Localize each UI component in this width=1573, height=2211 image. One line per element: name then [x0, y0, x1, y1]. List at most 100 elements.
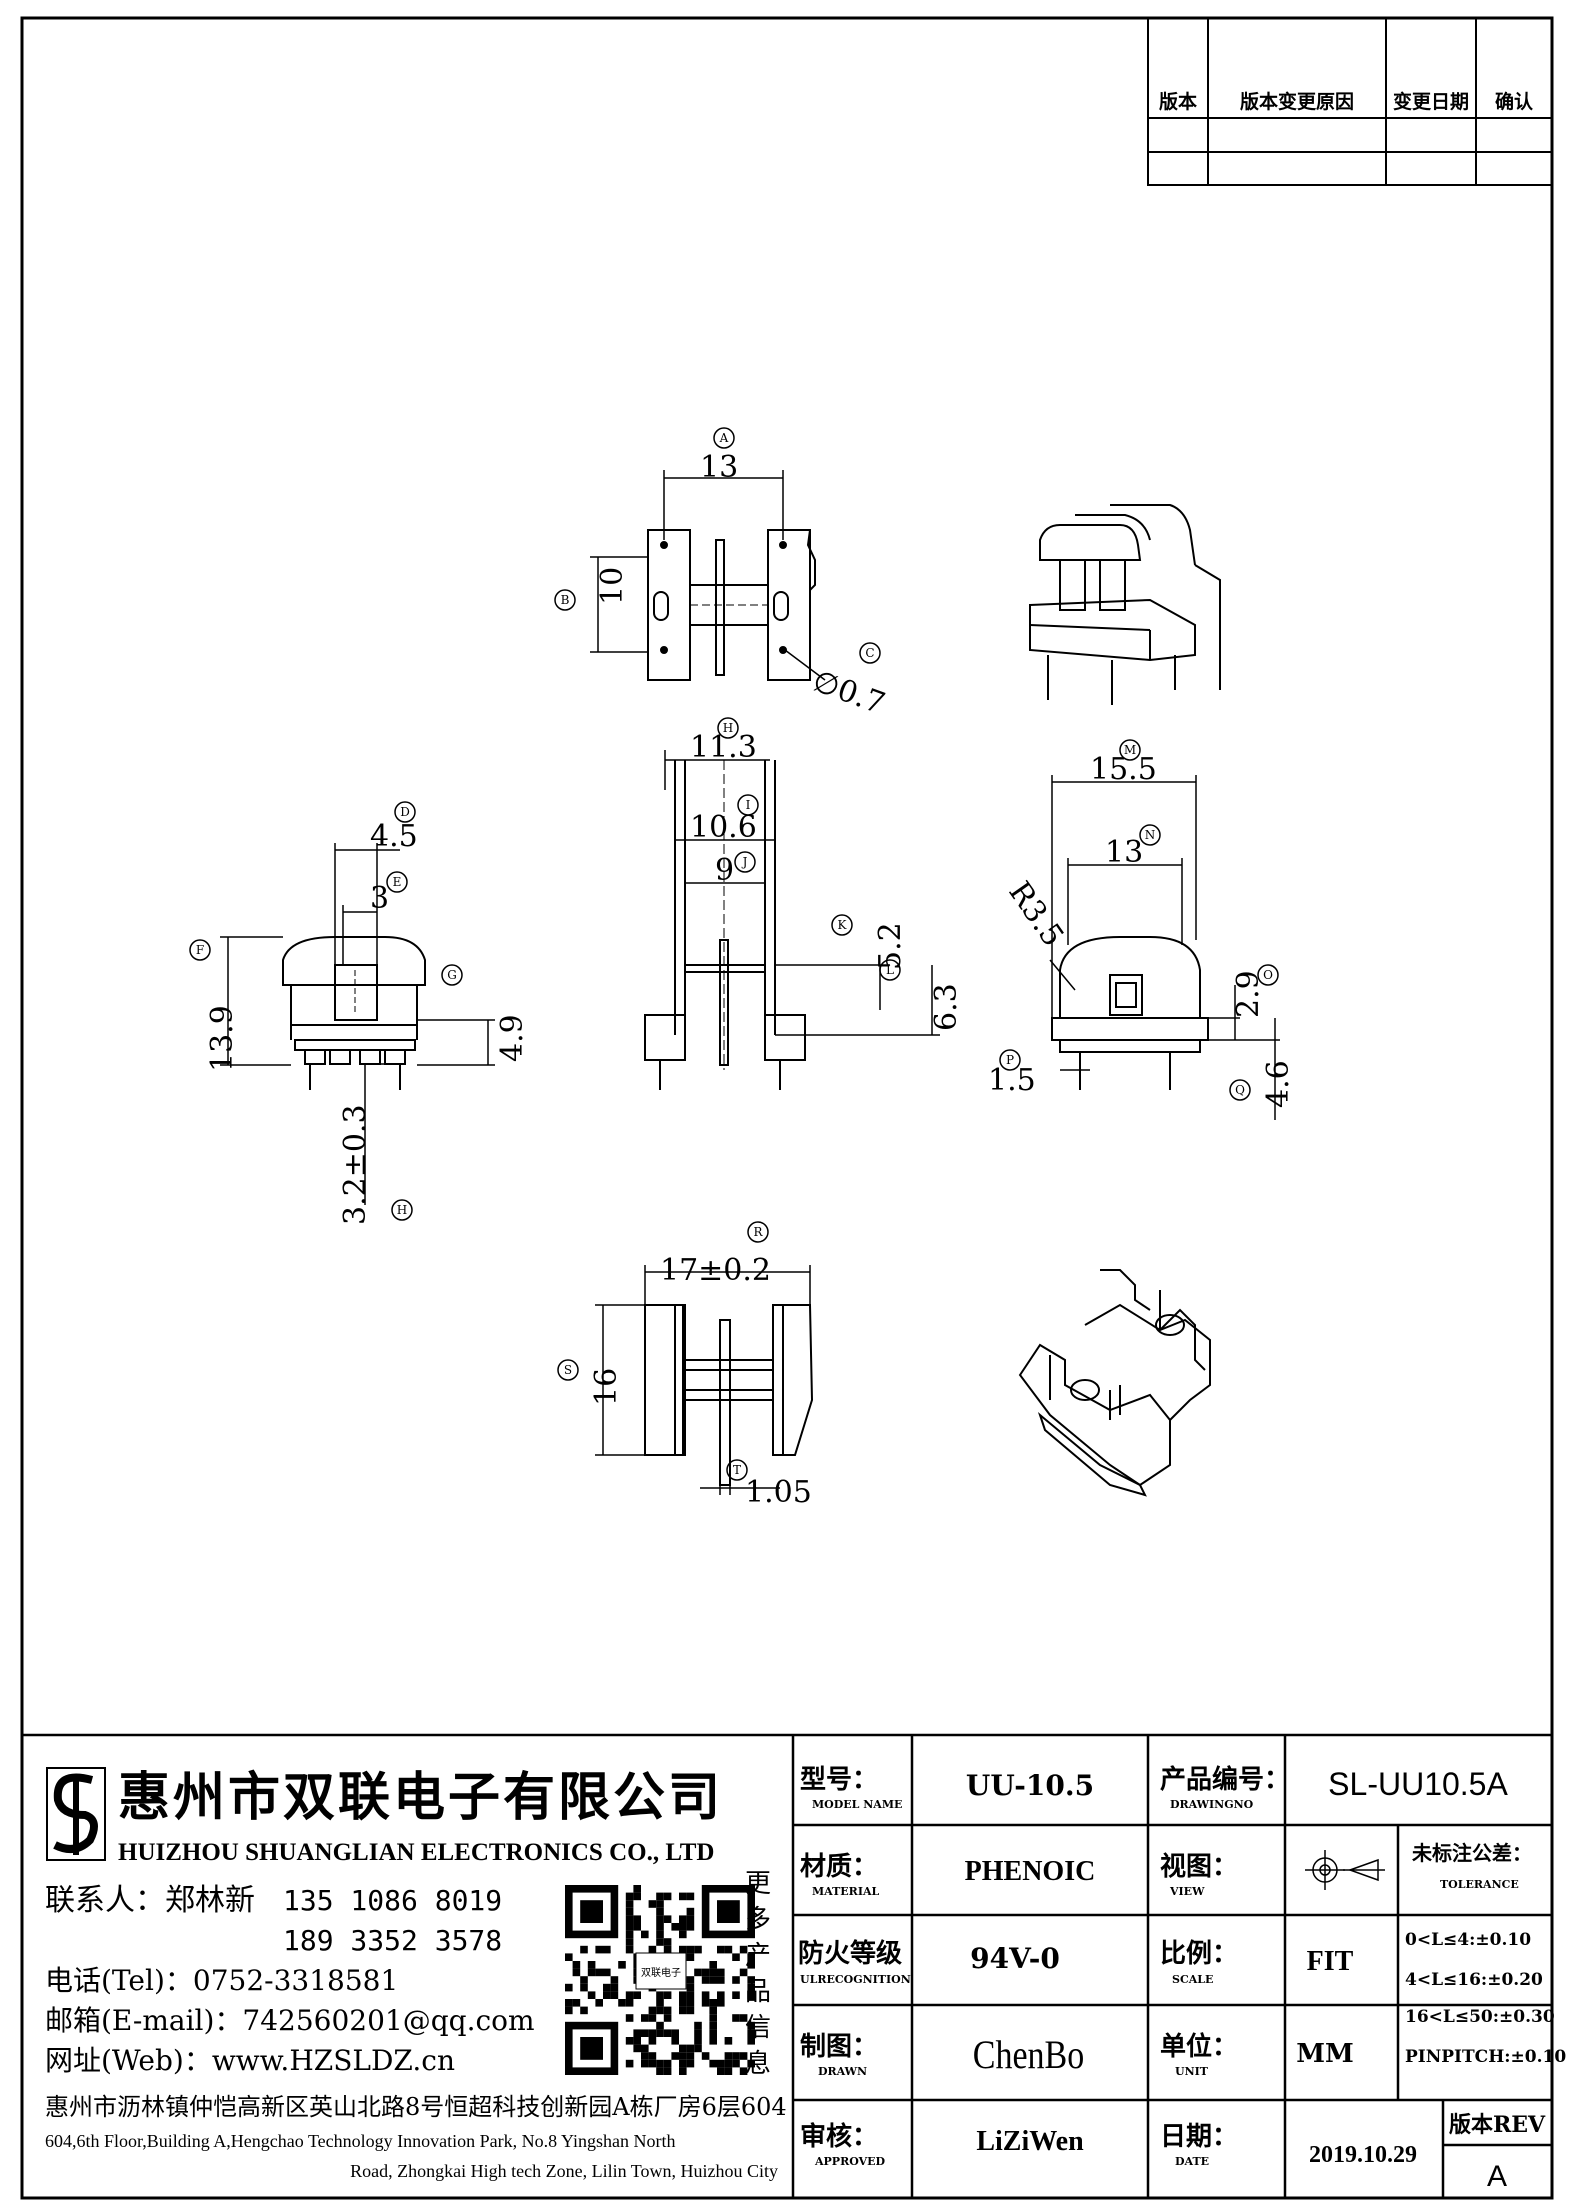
qr-caption-1: 多 [745, 1905, 771, 1935]
model-label: 型号： [800, 1765, 878, 1795]
drawn-value: ChenBo [973, 2034, 1084, 2078]
balloon-T-letter: R [753, 1225, 763, 1239]
balloon-U: S [557, 1359, 579, 1381]
dim-J-value: 10.6 [690, 810, 757, 845]
rev-header-reason: 版本变更原因 [1240, 90, 1354, 113]
balloon-N-letter: M [1124, 743, 1136, 757]
material-value: PHENOIC [965, 1856, 1096, 1887]
balloon-F: F [189, 939, 211, 961]
material-label-en: MATERIAL [812, 1885, 880, 1898]
rev-header-confirm: 确认 [1495, 90, 1533, 113]
tolerance-label-en: TOLERANCE [1440, 1878, 1519, 1891]
right-view [1049, 775, 1280, 1120]
balloon-T: R [747, 1221, 769, 1243]
contact-person: 联系人：郑林新 [45, 1883, 255, 1918]
balloon-H-letter: H [397, 1203, 407, 1217]
model-value: UU-10.5 [966, 1769, 1094, 1802]
contact-phone-2: 189 3352 3578 [283, 1924, 502, 1957]
dim-F-value: 13.9 [205, 1005, 240, 1072]
rev-header-version: 版本 [1159, 90, 1197, 113]
date-label-en: DATE [1175, 2155, 1209, 2168]
drawn-label: 制图： [800, 2032, 878, 2062]
balloon-I: H [717, 717, 739, 739]
dim-C-value: ∅0.7 [808, 664, 889, 722]
balloon-S: Q [1229, 1079, 1251, 1101]
drawn-label-en: DRAWN [818, 2065, 867, 2078]
qr-logo [635, 1952, 687, 1990]
fire-value: 94V-0 [970, 1942, 1060, 1975]
balloon-I-letter: H [723, 721, 733, 735]
tolerance-3: PINPITCH:±0.10 [1405, 2047, 1566, 2067]
drawing-value: SL-UU10.5A [1328, 1766, 1508, 1802]
dim-R-value: 1.5 [988, 1063, 1036, 1098]
drawing-label-en: DRAWINGNO [1170, 1798, 1254, 1811]
fire-label: 防火等级 [798, 1938, 902, 1969]
dim-Q-value: 2.9 [1231, 970, 1266, 1018]
contact-email: 邮箱(E-mail)：742560201@qq.com [45, 2004, 535, 2037]
top-view [590, 470, 826, 681]
date-label: 日期： [1160, 2122, 1238, 2152]
balloon-C: C [859, 642, 881, 664]
balloon-G: G [441, 964, 463, 986]
bottom-view [595, 1265, 814, 1495]
dim-T-value: 17±0.2 [660, 1253, 771, 1288]
qr-code [565, 1885, 755, 2075]
balloon-B-letter: B [561, 593, 570, 607]
view-label: 视图： [1160, 1852, 1238, 1882]
dim-E-value: 3 [370, 881, 389, 916]
tolerance-0: 0<L≤4:±0.10 [1405, 1930, 1531, 1950]
balloon-O-letter: N [1145, 828, 1156, 842]
scale-label: 比例： [1160, 1939, 1238, 1969]
company-name-cn: 惠州市双联电子有限公司 [118, 1767, 723, 1828]
dim-B-value: 10 [595, 567, 630, 605]
balloon-U-letter: S [564, 1363, 572, 1377]
balloon-J-letter: I [746, 798, 751, 812]
fire-label-en: ULRECOGNITION [800, 1973, 911, 1986]
balloon-V: T [726, 1459, 748, 1481]
balloon-Q-letter: O [1263, 968, 1273, 982]
balloon-M-letter: L [886, 963, 894, 977]
balloon-B: B [554, 589, 576, 611]
balloon-C-letter: C [865, 646, 874, 660]
contact-web: 网址(Web)：www.HZSLDZ.cn [45, 2044, 455, 2077]
rev-header-date: 变更日期 [1393, 90, 1469, 113]
tolerance-1: 4<L≤16:±0.20 [1405, 1970, 1543, 1990]
balloon-K-letter: J [741, 855, 748, 869]
balloon-L: K [831, 914, 853, 936]
balloon-S-letter: Q [1235, 1083, 1245, 1097]
approved-label: 审核： [800, 2121, 878, 2152]
dim-A-value: 13 [700, 450, 738, 485]
side-view [644, 750, 940, 1090]
approved-value: LiZiWen [976, 2126, 1084, 2157]
address-en-2: Road, Zhongkai High tech Zone, Lilin Tow… [350, 2161, 778, 2181]
view-label-en: VIEW [1169, 1885, 1205, 1898]
model-label-en: MODEL NAME [812, 1798, 902, 1811]
company-name-en: HUIZHOU SHUANGLIAN ELECTRONICS CO., LTD [118, 1839, 714, 1866]
dim-P-value: R3.5 [1001, 875, 1070, 953]
dim-D-value: 4.5 [370, 819, 418, 854]
sheet-border [20, 16, 1554, 2200]
company-logo [46, 1767, 106, 1861]
address-en-1: 604,6th Floor,Building A,Hengchao Techno… [45, 2131, 675, 2151]
title-block-frame [22, 1733, 1552, 2198]
balloon-J: I [737, 794, 759, 816]
scale-value: FIT [1307, 1946, 1354, 1977]
dim-G-value: 4.9 [495, 1014, 530, 1062]
balloon-K: J [734, 851, 756, 873]
dim-O-value: 13 [1105, 835, 1143, 870]
revision-table [1147, 17, 1553, 186]
dim-S-value: 4.6 [1261, 1060, 1296, 1108]
balloon-Q: O [1257, 964, 1279, 986]
qr-caption-0: 更 [745, 1869, 771, 1899]
dim-L-value: 5.2 [873, 922, 908, 970]
balloon-D: D [394, 801, 416, 823]
unit-label-en: UNIT [1175, 2065, 1209, 2078]
balloon-A: A [713, 427, 735, 449]
dim-U-value: 16 [589, 1368, 624, 1406]
dim-V-value: 1.05 [745, 1475, 812, 1510]
approved-label-en: APPROVED [814, 2155, 886, 2168]
qr-caption-3: 品 [745, 1977, 771, 2007]
dim-M-value: 6.3 [929, 983, 964, 1031]
dim-H-value: 3.2±0.3 [338, 1104, 373, 1225]
